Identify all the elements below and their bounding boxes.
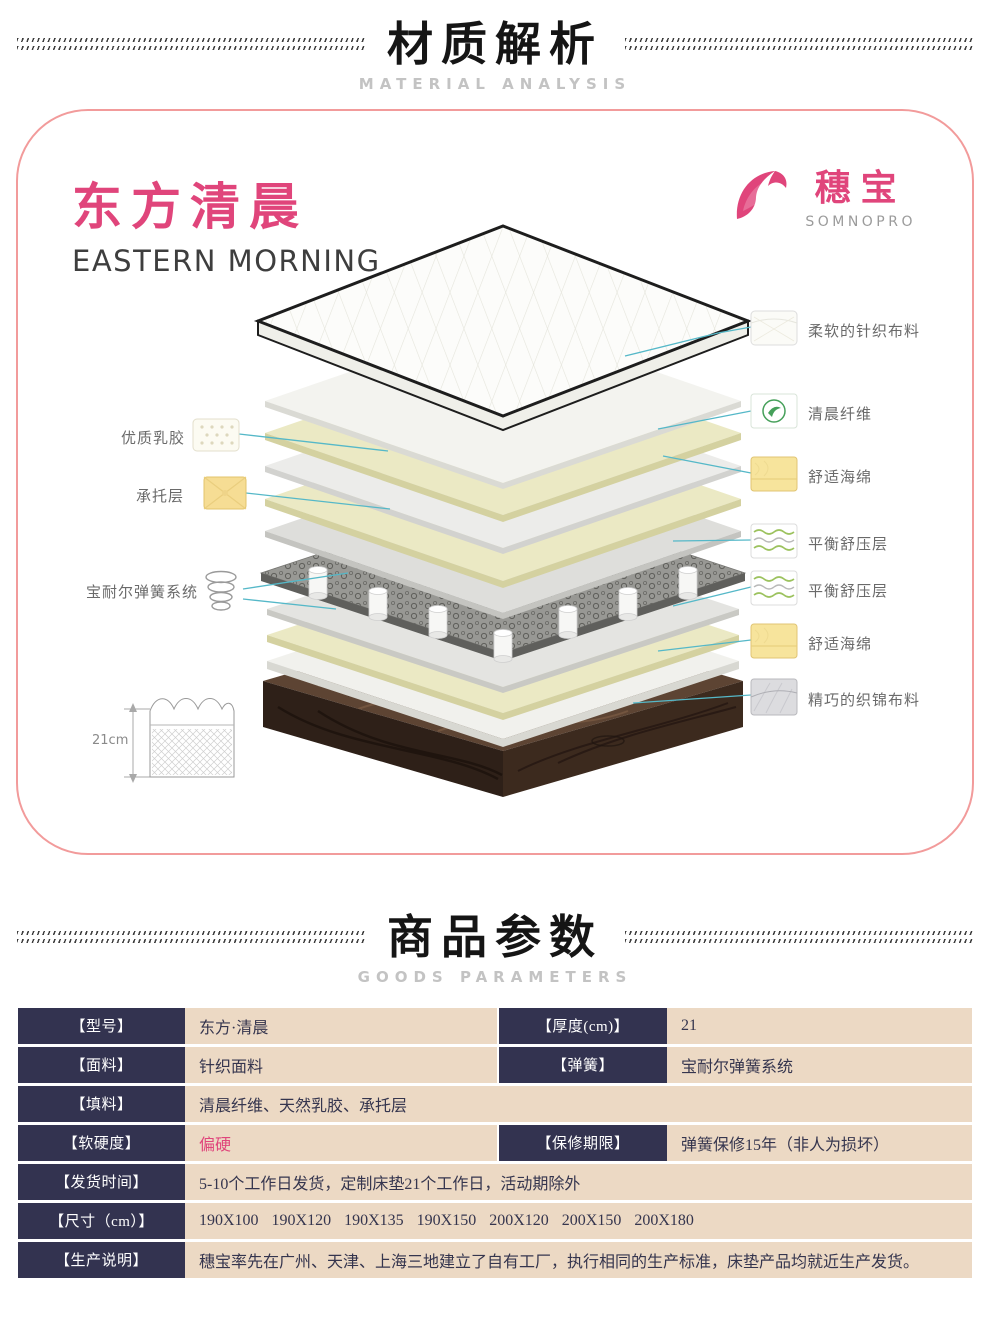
param-label-shipping: 【发货时间】 xyxy=(18,1163,185,1200)
spring-coil-icon xyxy=(205,570,237,611)
param-label-sizes: 【尺寸（cm）】 xyxy=(18,1202,185,1239)
material-analysis-header: 材质解析 MATERIAL ANALYSIS xyxy=(0,0,990,93)
param-value-fabric: 针织面料 xyxy=(185,1046,497,1083)
param-value-filling: 清晨纤维、天然乳胶、承托层 xyxy=(185,1085,972,1122)
param-label-model: 【型号】 xyxy=(18,1007,185,1044)
latex-swatch-icon xyxy=(192,418,240,452)
param-value-shipping: 5-10个工作日发货，定制床垫21个工作日，活动期除外 xyxy=(185,1163,972,1200)
layer-label-pressure-1: 平衡舒压层 xyxy=(808,534,889,553)
sponge-icon xyxy=(750,456,798,492)
height-dimension-drawing xyxy=(124,697,235,783)
layer-label-spring-system: 宝耐尔弹簧系统 xyxy=(86,582,199,601)
params-section-title: 商品参数 xyxy=(387,909,603,964)
connector-lines xyxy=(238,326,752,704)
param-row-production: 【生产说明】 穗宝率先在广州、天津、上海三地建立了自有工厂，执行相同的生产标准，… xyxy=(18,1241,972,1278)
brand-block: S 穗宝 SOMNOPRO xyxy=(723,159,916,231)
support-layer-icon xyxy=(203,476,247,510)
decorative-hatch-line xyxy=(17,931,365,944)
layer-label-sponge-2: 舒适海绵 xyxy=(808,634,873,653)
fiber-badge-icon xyxy=(750,393,798,429)
pocket-springs xyxy=(308,565,698,663)
param-label-spring: 【弹簧】 xyxy=(499,1046,667,1083)
param-value-production: 穗宝率先在广州、天津、上海三地建立了自有工厂，执行相同的生产标准，床垫产品均就近… xyxy=(185,1241,972,1278)
product-name-block: 东方清晨 EASTERN MORNING xyxy=(72,167,381,278)
param-value-warranty: 弹簧保修15年（非人为损坏） xyxy=(667,1124,972,1161)
param-value-sizes: 190X100 190X120 190X135 190X150 200X120 … xyxy=(185,1202,972,1239)
knit-fabric-icon xyxy=(750,310,798,346)
param-label-fabric: 【面料】 xyxy=(18,1046,185,1083)
material-card: 东方清晨 EASTERN MORNING S 穗宝 SOMNOPRO 优质乳胶 … xyxy=(16,108,974,855)
layer-label-knit-fabric: 柔软的针织布料 xyxy=(808,321,921,340)
height-label: 21cm xyxy=(92,732,129,748)
param-label-firmness: 【软硬度】 xyxy=(18,1124,185,1161)
param-label-thickness: 【厚度(cm)】 xyxy=(499,1007,667,1044)
decorative-hatch-line xyxy=(625,38,973,51)
param-value-spring: 宝耐尔弹簧系统 xyxy=(667,1046,972,1083)
decorative-hatch-line xyxy=(625,931,973,944)
layer-label-support: 承托层 xyxy=(136,486,185,505)
parameters-table: 【型号】 东方·清晨 【厚度(cm)】 21 【面料】 针织面料 【弹簧】 宝耐… xyxy=(18,1007,972,1278)
pressure-layer-icon xyxy=(750,523,798,559)
phoenix-logo-icon: S xyxy=(737,170,787,219)
param-row-shipping: 【发货时间】 5-10个工作日发货，定制床垫21个工作日，活动期除外 xyxy=(18,1163,972,1200)
goods-parameters-header: 商品参数 GOODS PARAMETERS xyxy=(0,855,990,986)
layer-label-morning-fiber: 清晨纤维 xyxy=(808,404,873,423)
svg-text:S: S xyxy=(769,181,781,202)
param-row-fabric: 【面料】 针织面料 【弹簧】 宝耐尔弹簧系统 xyxy=(18,1046,972,1083)
param-value-firmness: 偏硬 xyxy=(185,1124,497,1161)
material-section-title: 材质解析 xyxy=(387,17,603,71)
brand-name-en: SOMNOPRO xyxy=(805,214,916,231)
layer-label-brocade: 精巧的织锦布料 xyxy=(808,690,921,709)
layer-label-pressure-2: 平衡舒压层 xyxy=(808,581,889,600)
product-name-cn: 东方清晨 xyxy=(72,177,308,236)
sponge-icon xyxy=(750,623,798,659)
param-row-firmness: 【软硬度】 偏硬 【保修期限】 弹簧保修15年（非人为损坏） xyxy=(18,1124,972,1161)
param-value-model: 东方·清晨 xyxy=(185,1007,497,1044)
param-row-filling: 【填料】 清晨纤维、天然乳胶、承托层 xyxy=(18,1085,972,1122)
param-row-sizes: 【尺寸（cm）】 190X100 190X120 190X135 190X150… xyxy=(18,1202,972,1239)
pressure-layer-icon xyxy=(750,570,798,606)
param-value-thickness: 21 xyxy=(667,1007,972,1044)
param-label-warranty: 【保修期限】 xyxy=(499,1124,667,1161)
brand-name-cn: 穗宝 xyxy=(814,168,907,210)
brocade-fabric-icon xyxy=(750,678,798,716)
param-label-production: 【生产说明】 xyxy=(18,1241,185,1278)
layer-label-latex: 优质乳胶 xyxy=(121,428,186,447)
decorative-hatch-line xyxy=(17,38,365,51)
param-label-filling: 【填料】 xyxy=(18,1085,185,1122)
layer-label-sponge-1: 舒适海绵 xyxy=(808,467,873,486)
params-section-subtitle: GOODS PARAMETERS xyxy=(357,967,633,986)
product-name-en: EASTERN MORNING xyxy=(72,243,381,278)
mattress-exploded-diagram xyxy=(124,224,798,797)
param-row-model: 【型号】 东方·清晨 【厚度(cm)】 21 xyxy=(18,1007,972,1044)
material-section-subtitle: MATERIAL ANALYSIS xyxy=(358,74,632,93)
